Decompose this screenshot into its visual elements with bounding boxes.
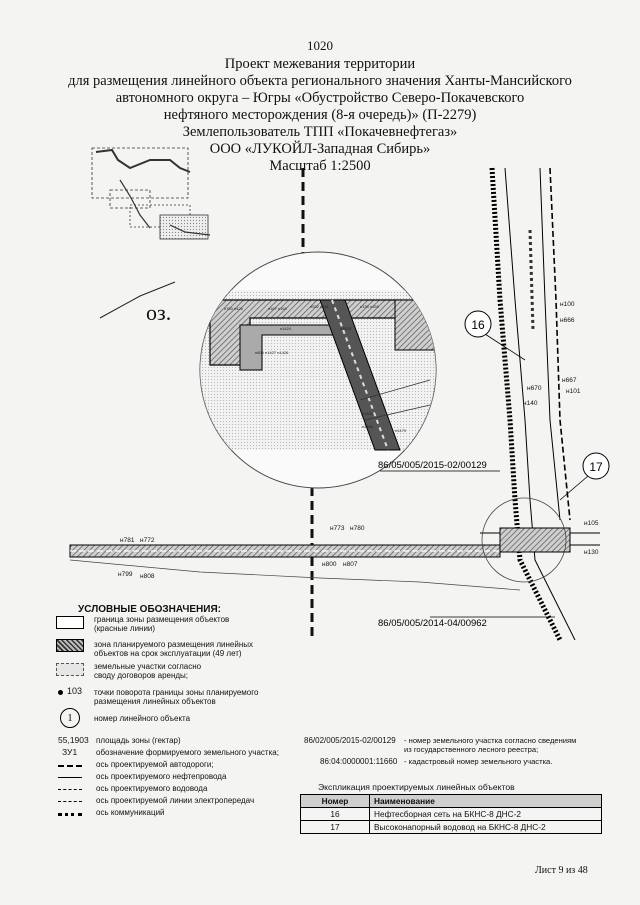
legend-text-points: точки поворота границы зоны планируемого… <box>94 688 259 706</box>
legend-text-zone: зона планируемого размещения линейных об… <box>94 640 253 658</box>
header-line-3: автономного округа – Югры «Обустройство … <box>115 90 525 106</box>
note-cadastral-text: - кадастровый номер земельного участка. <box>404 757 553 766</box>
pipeline-corridor <box>489 167 576 642</box>
horizontal-corridor <box>69 527 600 591</box>
point-label: н130 <box>584 549 599 556</box>
point-label: н670 <box>527 385 542 392</box>
legend-object-circle: 1 <box>60 708 80 728</box>
header-line-4: нефтяного месторождения (8-я очередь)» (… <box>163 107 477 123</box>
sheet-number: Лист 9 из 48 <box>535 865 588 876</box>
note-cadastral-code: 86:04:0000001:11660 <box>320 757 398 766</box>
legend-text-power: ось проектируемой линии электропередач <box>96 796 255 805</box>
legend-text-road: ось проектируемой автодороги; <box>96 760 214 769</box>
table-row: 17 Высоконапорный водовод на БКНС-8 ДНС-… <box>300 820 602 834</box>
header-line-7-scale: Масштаб 1:2500 <box>269 158 371 174</box>
legend-text-lease: земельные участки согласно своду договор… <box>94 662 202 680</box>
header-line-5: Землепользователь ТПП «Покачевнефтегаз» <box>182 124 458 140</box>
table-row: 16 Нефтесборная сеть на БКНС-8 ДНС-2 <box>300 807 602 821</box>
legend-parcel-symbol: ЗУ1 <box>62 747 78 757</box>
legend-text-area: площадь зоны (гектар) <box>96 736 181 745</box>
note-forest-text: - номер земельного участка согласно свед… <box>404 736 577 754</box>
legend-line-power <box>58 801 82 802</box>
explication-title: Экспликация проектируемых линейных объек… <box>318 782 515 792</box>
point-label: н781 <box>120 537 135 544</box>
detail-circle: н780 н426 н167 н169 н532 н161 н135 н159 … <box>199 251 437 489</box>
point-label: н780 <box>350 525 365 532</box>
junction-circle <box>481 497 567 583</box>
point-label: н105 <box>584 520 599 527</box>
point-label: н100 <box>560 301 575 308</box>
legend-line-water <box>58 789 82 790</box>
svg-text:н780 н426: н780 н426 <box>224 306 244 311</box>
cadastral-upper: 86/05/005/2015-02/00129 <box>378 460 487 471</box>
point-label: н808 <box>140 573 155 580</box>
point-label: н772 <box>140 537 155 544</box>
svg-text:н167 н169: н167 н169 <box>268 306 288 311</box>
svg-text:н1479: н1479 <box>395 428 407 433</box>
svg-text:н1424: н1424 <box>280 326 292 331</box>
point-label: н101 <box>566 388 581 395</box>
legend-text-parcel: обозначение формируемого земельного учас… <box>96 748 279 757</box>
explication-table: Номер Наименование 16 Нефтесборная сеть … <box>300 794 602 834</box>
lake-label: оз. <box>146 300 171 325</box>
row-name: Нефтесборная сеть на БКНС-8 ДНС-2 <box>369 807 602 821</box>
legend-text-object-number: номер линейного объекта <box>94 714 191 723</box>
row-number: 17 <box>300 820 370 834</box>
legend-text-utilities: ось коммуникаций <box>96 808 165 817</box>
svg-text:н135 н159: н135 н159 <box>360 304 380 309</box>
svg-text:н1460: н1460 <box>362 424 374 429</box>
overview-sketch <box>91 147 211 240</box>
svg-text:н805 н1427 н1426: н805 н1427 н1426 <box>255 350 289 355</box>
svg-text:н1523: н1523 <box>340 326 352 331</box>
point-label: н800 <box>322 561 337 568</box>
legend-text-red-lines: граница зоны размещения объектов (красны… <box>94 615 230 633</box>
object-number-16: 16 <box>471 318 485 332</box>
svg-text:н532 н161: н532 н161 <box>310 304 330 309</box>
point-label: н666 <box>560 317 575 324</box>
point-label: н140 <box>523 400 538 407</box>
point-label: н807 <box>343 561 358 568</box>
shore-line <box>99 281 176 319</box>
note-forest-code: 86/02/005/2015-02/00129 <box>304 736 396 745</box>
legend-point-dot <box>58 690 63 695</box>
page-number: 1020 <box>307 38 333 53</box>
legend-swatch-zone <box>56 639 84 652</box>
row-name: Высоконапорный водовод на БКНС-8 ДНС-2 <box>369 820 602 834</box>
cadastral-lower: 86/05/005/2014-04/00962 <box>378 618 487 629</box>
legend-line-oil <box>58 777 82 778</box>
legend-text-water: ось проектируемого водовода <box>96 784 208 793</box>
point-label: н799 <box>118 571 133 578</box>
legend-title: УСЛОВНЫЕ ОБОЗНАЧЕНИЯ: <box>78 604 221 615</box>
svg-text:н1440: н1440 <box>362 411 374 416</box>
legend-swatch-lease <box>56 663 84 676</box>
table-header-row: Номер Наименование <box>300 794 602 808</box>
legend-area-symbol: 55,1903 <box>58 735 89 745</box>
legend-line-road <box>58 765 82 767</box>
object-number-17: 17 <box>589 460 603 474</box>
header-line-6: ООО «ЛУКОЙЛ-Западная Сибирь» <box>209 141 431 157</box>
legend-line-utilities <box>58 813 82 816</box>
header-line-2: для размещения линейного объекта региона… <box>68 73 572 89</box>
point-label: н667 <box>562 377 577 384</box>
header-line-1: Проект межевания территории <box>224 56 416 72</box>
row-number: 16 <box>300 807 370 821</box>
legend-swatch-red-lines <box>56 616 84 629</box>
col-name: Наименование <box>369 794 602 808</box>
point-label: н773 <box>330 525 345 532</box>
col-number: Номер <box>300 794 370 808</box>
legend-point-symbol: 103 <box>67 686 83 696</box>
legend-text-oil: ось проектируемого нефтепровода <box>96 772 227 781</box>
